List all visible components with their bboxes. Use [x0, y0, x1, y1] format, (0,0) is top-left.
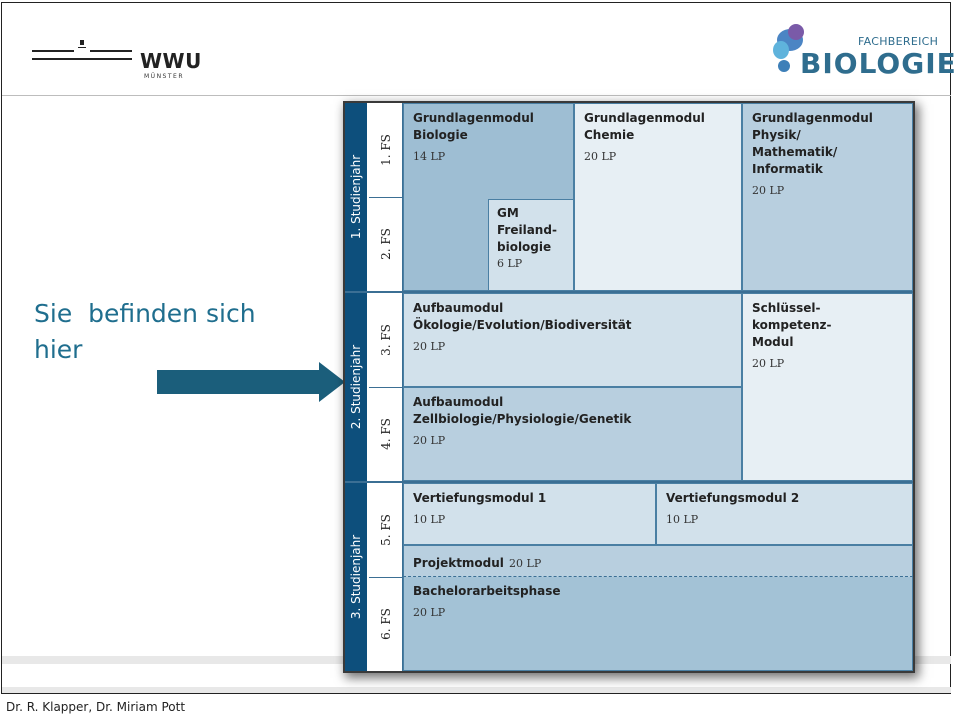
- semester-5-label: 5. FS: [369, 483, 402, 577]
- module-schluesselkompetenz: Schlüssel- kompetenz- Modul 20 LP: [742, 293, 913, 481]
- semester-6-label: 6. FS: [369, 577, 402, 671]
- study-plan-diagram: 1. Studienjahr 2. Studienjahr 3. Studien…: [345, 103, 913, 671]
- header-divider: [2, 95, 951, 96]
- module-gm-freilandbiologie: GM Freiland- biologie 6 LP: [488, 199, 574, 291]
- semester-2-label: 2. FS: [369, 197, 402, 291]
- wwu-logo-text: WWU: [140, 49, 202, 73]
- year-1-bar: 1. Studienjahr: [345, 103, 367, 291]
- semester-4-label: 4. FS: [369, 387, 402, 481]
- footer-authors: Dr. R. Klapper, Dr. Miriam Pott: [6, 700, 186, 714]
- module-aufbau-oekologie: Aufbaumodul Ökologie/Evolution/Biodivers…: [403, 293, 742, 387]
- module-bachelorarbeit: Bachelorarbeitsphase 20 LP: [403, 577, 913, 671]
- biologie-logo-title: BIOLOGIE: [800, 47, 954, 80]
- pointer-arrow-icon: [157, 362, 345, 402]
- year-3-bar: 3. Studienjahr: [345, 483, 367, 671]
- module-aufbau-zellbiologie: Aufbaumodul Zellbiologie/Physiologie/Gen…: [403, 387, 742, 481]
- year-2-bar: 2. Studienjahr: [345, 293, 367, 481]
- module-grundlagen-physik: Grundlagenmodul Physik/ Mathematik/ Info…: [742, 103, 913, 291]
- footer-band-lower: [2, 687, 951, 693]
- wwu-logo-subtext: MÜNSTER: [144, 73, 184, 80]
- biologie-logo-fachbereich: FACHBEREICH: [858, 35, 939, 48]
- semester-3-label: 3. FS: [369, 293, 402, 387]
- module-vertiefung-2: Vertiefungsmodul 2 10 LP: [656, 483, 913, 545]
- module-grundlagen-chemie: Grundlagenmodul Chemie 20 LP: [574, 103, 742, 291]
- semester-1-label: 1. FS: [369, 103, 402, 197]
- you-are-here-text: Sie befinden sich hier: [34, 299, 256, 364]
- module-vertiefung-1: Vertiefungsmodul 1 10 LP: [403, 483, 656, 545]
- biologie-logo: FACHBEREICH BIOLOGIE: [770, 22, 954, 82]
- module-projekt: Projektmodul 20 LP: [403, 545, 913, 577]
- biologie-logo-icon: [773, 24, 804, 72]
